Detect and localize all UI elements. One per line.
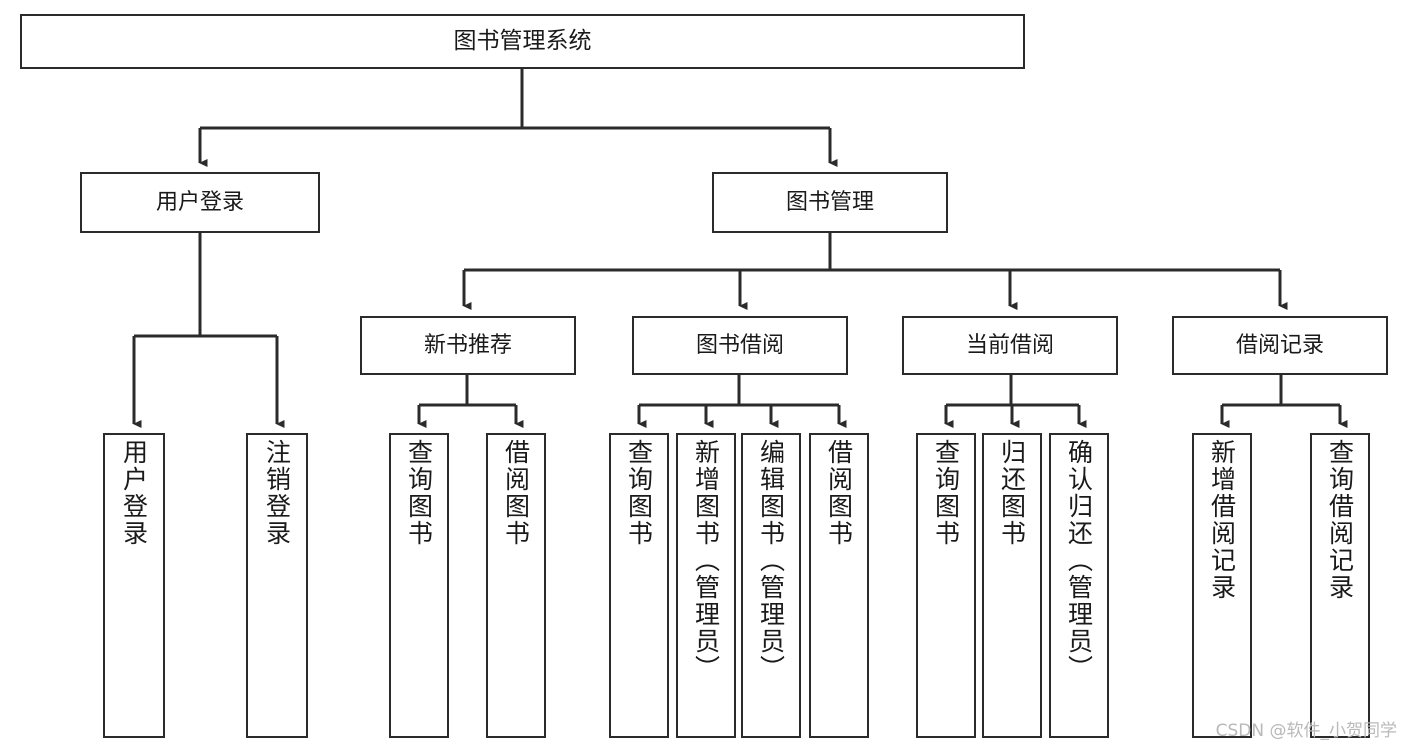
node-book-borrow[interactable]: 图书借阅 xyxy=(632,316,848,375)
node-leaf-query-book-3-label: 查询图书 xyxy=(931,439,961,547)
node-leaf-add-book[interactable]: 新增图书（管理员） xyxy=(676,433,736,738)
node-leaf-query-record[interactable]: 查询借阅记录 xyxy=(1310,433,1370,738)
node-leaf-user-login[interactable]: 用户登录 xyxy=(103,433,165,738)
node-book-borrow-label: 图书借阅 xyxy=(695,332,784,358)
node-leaf-return-book[interactable]: 归还图书 xyxy=(982,433,1042,738)
node-leaf-add-book-label: 新增图书（管理员） xyxy=(691,439,721,682)
node-leaf-query-book-1[interactable]: 查询图书 xyxy=(389,433,449,738)
node-leaf-query-book-2-label: 查询图书 xyxy=(624,439,654,547)
node-user-login-label: 用户登录 xyxy=(155,189,244,215)
node-leaf-confirm-return[interactable]: 确认归还（管理员） xyxy=(1049,433,1109,738)
node-leaf-borrow-book-1-label: 借阅图书 xyxy=(501,439,531,547)
node-leaf-query-book-3[interactable]: 查询图书 xyxy=(916,433,976,738)
node-leaf-logout-login[interactable]: 注销登录 xyxy=(246,433,308,738)
node-leaf-edit-book-label: 编辑图书（管理员） xyxy=(756,439,786,682)
node-root[interactable]: 图书管理系统 xyxy=(20,14,1025,69)
node-leaf-borrow-book-2-label: 借阅图书 xyxy=(824,439,854,547)
node-leaf-query-book-2[interactable]: 查询图书 xyxy=(609,433,669,738)
node-root-label: 图书管理系统 xyxy=(453,27,592,54)
node-leaf-borrow-book-2[interactable]: 借阅图书 xyxy=(809,433,869,738)
node-leaf-logout-login-label: 注销登录 xyxy=(262,439,292,547)
node-leaf-query-record-label: 查询借阅记录 xyxy=(1325,439,1355,601)
node-leaf-confirm-return-label: 确认归还（管理员） xyxy=(1064,439,1094,682)
node-current-borrow[interactable]: 当前借阅 xyxy=(902,316,1118,375)
node-current-borrow-label: 当前借阅 xyxy=(965,332,1054,358)
node-new-book-rec[interactable]: 新书推荐 xyxy=(360,316,576,375)
node-leaf-user-login-label: 用户登录 xyxy=(119,439,149,547)
node-new-book-rec-label: 新书推荐 xyxy=(423,332,512,358)
node-book-manage[interactable]: 图书管理 xyxy=(712,172,948,233)
node-borrow-record[interactable]: 借阅记录 xyxy=(1172,316,1388,375)
node-user-login[interactable]: 用户登录 xyxy=(80,172,320,233)
csdn-watermark: CSDN @软件_小贺同学 xyxy=(1215,721,1397,741)
node-borrow-record-label: 借阅记录 xyxy=(1235,332,1324,358)
node-leaf-edit-book[interactable]: 编辑图书（管理员） xyxy=(741,433,801,738)
node-leaf-query-book-1-label: 查询图书 xyxy=(404,439,434,547)
node-book-manage-label: 图书管理 xyxy=(785,189,874,215)
node-leaf-return-book-label: 归还图书 xyxy=(997,439,1027,547)
node-leaf-add-record-label: 新增借阅记录 xyxy=(1207,439,1237,601)
node-leaf-add-record[interactable]: 新增借阅记录 xyxy=(1192,433,1252,738)
node-leaf-borrow-book-1[interactable]: 借阅图书 xyxy=(486,433,546,738)
